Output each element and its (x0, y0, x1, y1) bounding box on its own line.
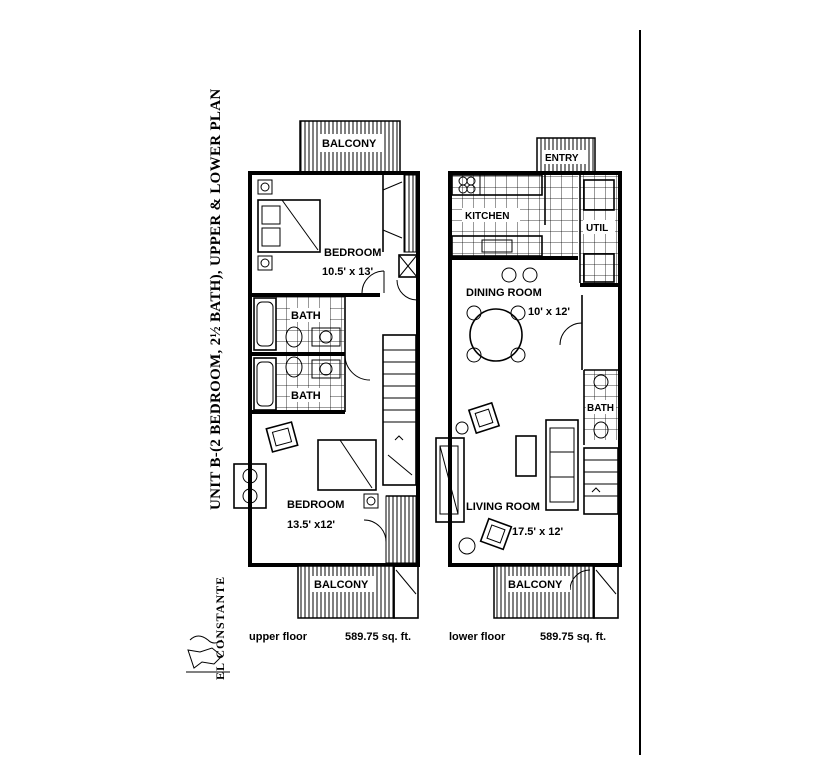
lower-floor-area: 589.75 sq. ft. (540, 631, 606, 643)
lower-armchair-2 (479, 517, 513, 551)
lower-util-label: UTIL (586, 223, 608, 234)
lower-plant (458, 537, 476, 555)
upper-bedroom1-label: BEDROOM (324, 247, 381, 259)
upper-bed-1 (257, 179, 321, 271)
upper-armchair (265, 421, 299, 453)
upper-dresser (233, 463, 267, 509)
lower-entry-label: ENTRY (545, 153, 579, 164)
upper-bed-2 (317, 439, 379, 509)
upper-balcony-bottom-label: BALCONY (314, 579, 369, 591)
lower-kitchen-label: KITCHEN (465, 211, 509, 222)
lower-balcony-bottom-label: BALCONY (508, 579, 563, 591)
upper-bedroom1-size: 10.5' x 13' (322, 266, 373, 278)
lower-dining-table (466, 305, 526, 363)
upper-bedroom2-size: 13.5' x12' (287, 519, 335, 531)
plan-title: UNIT B-(2 BEDROOM, 2½ BATH), UPPER & LOW… (208, 89, 224, 510)
lower-bath-label: BATH (587, 403, 614, 414)
upper-balcony-top-label: BALCONY (322, 138, 377, 150)
upper-bath1-label: BATH (291, 310, 321, 322)
lower-living-size: 17.5' x 12' (512, 526, 563, 538)
lower-floor-caption: lower floor (449, 631, 506, 643)
lower-living-label: LIVING ROOM (466, 501, 540, 513)
upper-bedroom2-label: BEDROOM (287, 499, 344, 511)
lower-dining-size: 10' x 12' (528, 306, 570, 318)
upper-floor-plan: BALCONY BEDROOM 10.5' x 13' (233, 120, 420, 643)
svg-text:EL CONSTANTE: EL CONSTANTE (213, 576, 227, 680)
lower-sofa (545, 419, 579, 511)
lower-dining-label: DINING ROOM (466, 287, 542, 299)
brand-logo: EL CONSTANTE (186, 576, 230, 680)
lower-floor-plan: ENTRY KITCHEN UTIL DINING ROOM 10' x 12' (435, 137, 622, 643)
lower-coffee-table (515, 435, 537, 477)
lower-fireplace (435, 421, 469, 523)
upper-floor-area: 589.75 sq. ft. (345, 631, 411, 643)
upper-floor-caption: upper floor (249, 631, 308, 643)
lower-armchair-1 (467, 401, 501, 435)
upper-bath2-label: BATH (291, 390, 321, 402)
